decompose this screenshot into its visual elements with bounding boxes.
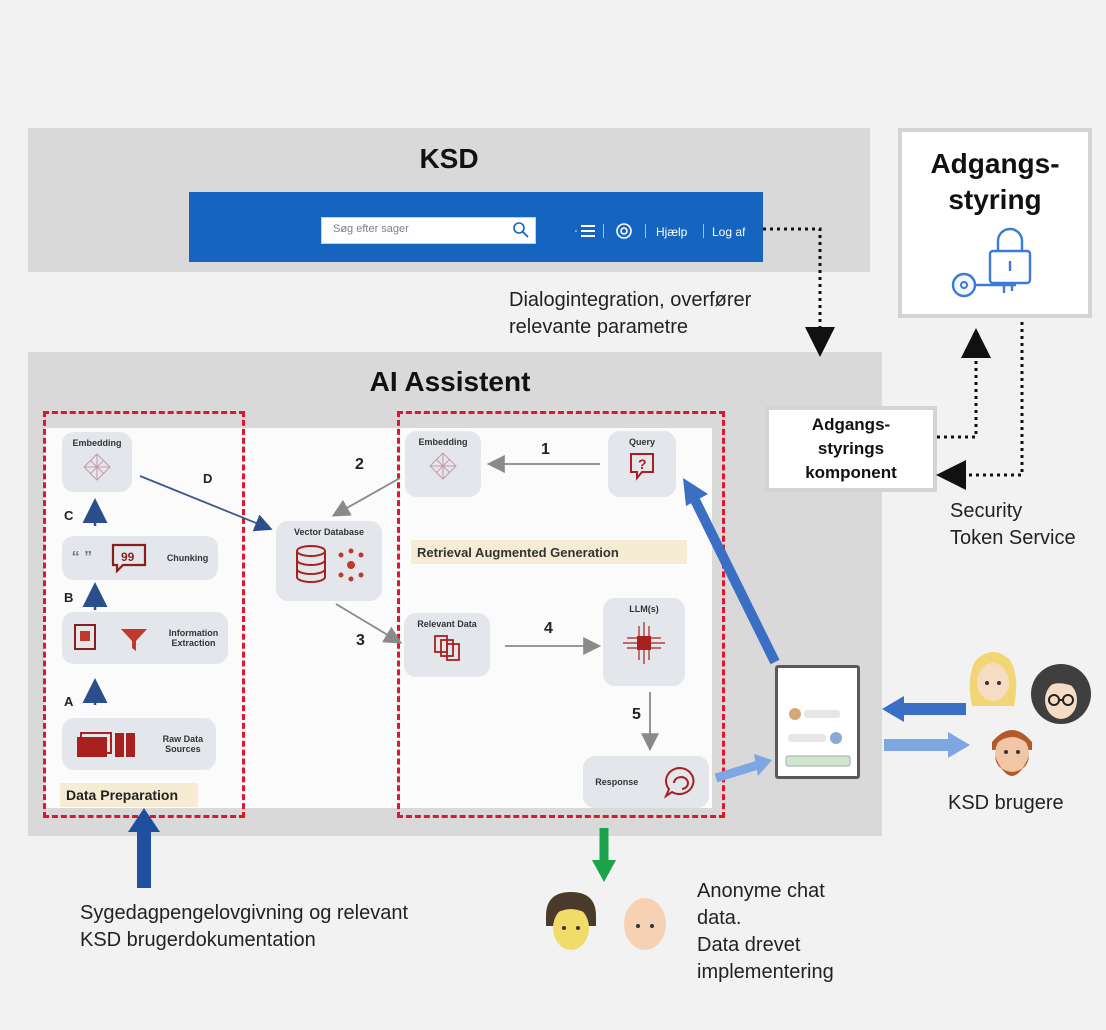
prep-chunking-node: “ ” 99 Chunking xyxy=(62,536,218,580)
toolbar-separators xyxy=(703,224,704,238)
prep-embedding-node: Embedding xyxy=(62,432,132,492)
toolbar-separators xyxy=(603,224,604,238)
speech-bubble-icon: 99 xyxy=(112,543,147,573)
vector-database-node: Vector Database xyxy=(276,521,382,601)
access-control-title: Adgangs- styring xyxy=(930,148,1060,215)
search-icon[interactable] xyxy=(512,221,530,239)
ksd-users-label: KSD brugere xyxy=(948,792,1064,814)
lock-key-icon xyxy=(951,227,1032,298)
menu-list-icon[interactable] xyxy=(575,223,599,239)
security-token-service-label: Security Token Service xyxy=(950,500,1076,549)
dialog-integration-label: Dialogintegration, overfører relevante p… xyxy=(509,289,752,338)
legislation-to-data-prep-arrow xyxy=(128,808,160,888)
step-2-label: 2 xyxy=(355,456,364,473)
access-component-label: Adgangs- styrings komponent xyxy=(805,415,897,482)
response-to-device-arrow xyxy=(714,754,772,783)
step-4-label: 4 xyxy=(544,620,553,637)
user-glasses-icon xyxy=(1031,664,1091,724)
ai-assistant-title: AI Assistent xyxy=(369,366,531,397)
device-to-users-arrow xyxy=(884,732,970,758)
user-bearded-icon xyxy=(992,730,1032,776)
chat-widget-screen xyxy=(785,708,851,767)
device-to-query-arrow xyxy=(683,478,780,665)
gear-icon[interactable] xyxy=(615,222,633,240)
legislation-label: Sygedagpengelovgivning og relevant KSD b… xyxy=(80,902,409,951)
step-1-label: 1 xyxy=(541,441,550,458)
anonymous-chat-data-label: Anonyme chat data. Data drevet implement… xyxy=(697,880,834,983)
response-node: Response xyxy=(583,756,709,808)
user-man-icon xyxy=(546,892,596,950)
user-woman-icon xyxy=(969,652,1017,706)
question-bubble-icon: ? xyxy=(630,453,654,481)
embedding-icon xyxy=(83,453,111,481)
toolbar-separators xyxy=(645,224,646,238)
users-to-device-arrow xyxy=(882,696,966,722)
step-b-label: B xyxy=(64,590,74,605)
ksd-search-placeholder: Søg efter sager xyxy=(333,223,409,235)
dialog-integration-connector xyxy=(763,227,835,357)
access-to-component-connector xyxy=(936,322,1024,490)
embedding-icon xyxy=(429,452,457,480)
step-3-label: 3 xyxy=(356,632,365,649)
svg-text:99: 99 xyxy=(121,550,135,564)
relevant-data-node: Relevant Data xyxy=(404,613,490,677)
step-5-label: 5 xyxy=(632,706,641,723)
chat-reply-icon xyxy=(663,766,695,799)
chip-icon xyxy=(623,622,665,664)
rag-frame xyxy=(397,411,725,818)
documents-icon xyxy=(434,635,460,661)
data-sources-icon xyxy=(76,732,135,757)
access-control-panel xyxy=(898,128,1092,318)
ksd-title: KSD xyxy=(419,143,479,174)
help-link[interactable]: Hjælp xyxy=(656,225,688,239)
rag-banner: Retrieval Augmented Generation xyxy=(411,540,687,564)
query-node: Query ? xyxy=(608,431,676,497)
access-component-box xyxy=(765,406,937,492)
component-to-access-connector xyxy=(937,328,991,439)
document-icon xyxy=(73,624,96,650)
user-bald-icon xyxy=(624,898,666,950)
ksd-search-input[interactable] xyxy=(321,217,536,244)
funnel-icon xyxy=(121,629,148,651)
step-d-label: D xyxy=(203,471,213,486)
rag-embedding-node: Embedding xyxy=(405,431,481,497)
step-a-label: A xyxy=(64,694,74,709)
logout-link[interactable]: Log af xyxy=(712,225,746,239)
anonymous-data-arrow xyxy=(592,828,616,882)
data-preparation-label: Data Preparation xyxy=(60,783,198,807)
svg-text:?: ? xyxy=(638,456,647,472)
database-icon xyxy=(296,545,364,583)
step-c-label: C xyxy=(64,508,74,523)
llm-node: LLM(s) xyxy=(603,598,685,686)
